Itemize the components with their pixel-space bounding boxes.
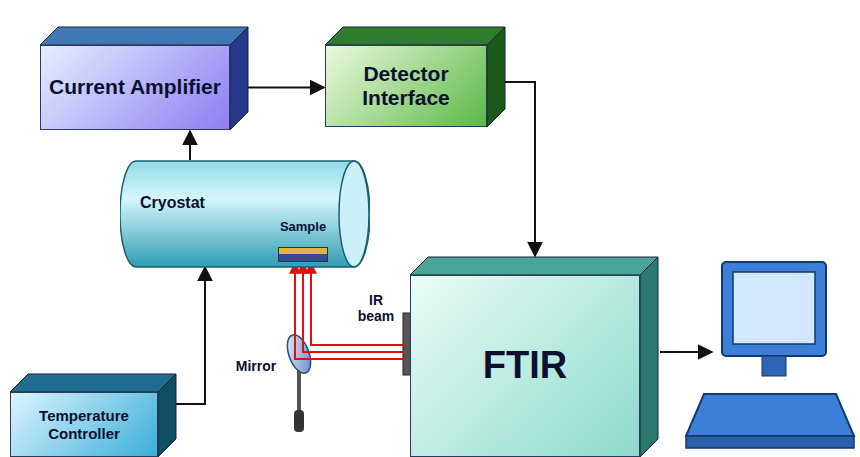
signal-arrow <box>189 131 191 160</box>
box-top-face <box>10 374 176 392</box>
signal-arrow <box>505 82 535 256</box>
controller-box: Temperature Controller <box>10 392 158 457</box>
sample-box: Sample <box>275 220 331 262</box>
monitor <box>722 262 826 356</box>
box-side-face <box>487 27 505 127</box>
ftir-box: FTIR <box>410 275 640 457</box>
node-label: Sample <box>280 220 326 235</box>
monitor-neck <box>762 356 786 376</box>
box-side-face <box>158 374 176 457</box>
ir-beam-line <box>295 263 404 359</box>
interface-box: Detector Interface <box>325 45 487 127</box>
cylinder-outline <box>120 160 370 268</box>
node-label: Cryostat <box>140 194 205 212</box>
node-label: Detector Interface <box>334 62 478 110</box>
cylinder-end <box>339 161 369 267</box>
node-label: Current Amplifier <box>49 75 221 99</box>
cryostat-cylinder: CryostatSample <box>120 160 370 268</box>
output-arrow <box>660 351 712 353</box>
monitor-screen <box>733 272 815 344</box>
node-label: FTIR <box>483 344 567 388</box>
cylinder-body <box>120 161 370 267</box>
box-top-face <box>40 27 248 45</box>
box-top-face <box>410 257 658 275</box>
signal-arrow <box>176 267 205 404</box>
mirror-label: Mirror <box>226 358 286 374</box>
mirror-base <box>294 410 304 432</box>
box-side-face <box>230 27 248 130</box>
node-label: Temperature Controller <box>19 407 149 442</box>
keyboard <box>686 394 854 436</box>
signal-arrow <box>248 87 324 89</box>
box-side-face <box>640 257 658 457</box>
ir-beam-line <box>311 263 404 345</box>
ir-beam <box>303 263 404 352</box>
box-top-face <box>325 27 505 45</box>
amplifier-box: Current Amplifier <box>40 45 230 130</box>
edge-label: IR beam <box>354 292 398 324</box>
keyboard-front <box>686 436 854 448</box>
